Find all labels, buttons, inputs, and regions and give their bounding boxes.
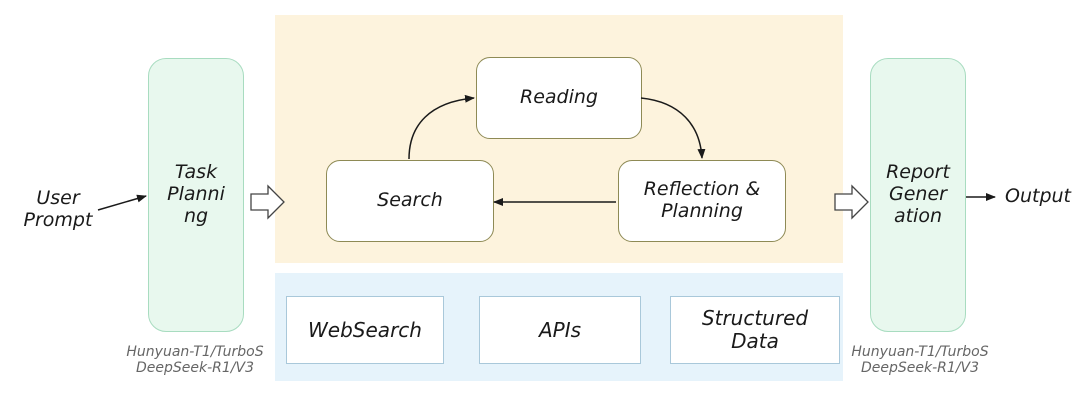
reflection-planning-node: Reflection & Planning [618, 160, 786, 242]
prompt-to-planning-arrow [97, 194, 147, 211]
report-generation-models: Hunyuan-T1/TurboS DeepSeek-R1/V3 [851, 343, 989, 376]
task-planning-models: Hunyuan-T1/TurboS DeepSeek-R1/V3 [126, 343, 264, 376]
source-websearch: WebSearch [286, 296, 444, 364]
loop-to-report-hollow-arrow [834, 184, 869, 220]
reflection-planning-label: Reflection & Planning [643, 178, 761, 222]
report-generation-box: Report Gener ation [870, 58, 966, 332]
report-generation-label: Report Gener ation [886, 161, 950, 227]
task-planning-box: Task Planni ng [148, 58, 244, 332]
source-structured-data-label: Structured Data [701, 306, 809, 353]
user-prompt-label: User Prompt [23, 187, 93, 231]
search-node: Search [326, 160, 494, 242]
search-to-reading-arrow [408, 94, 475, 160]
source-websearch-label: WebSearch [308, 317, 422, 342]
planning-to-loop-hollow-arrow [250, 184, 285, 220]
source-apis: APIs [479, 296, 641, 364]
search-label: Search [377, 189, 443, 212]
reading-to-reflection-arrow [640, 97, 706, 159]
output-label: Output [1005, 185, 1071, 208]
task-planning-label: Task Planni ng [167, 161, 225, 227]
reading-node: Reading [476, 57, 642, 139]
reading-label: Reading [520, 86, 598, 109]
source-apis-label: APIs [538, 317, 582, 342]
source-structured-data: Structured Data [670, 296, 840, 364]
